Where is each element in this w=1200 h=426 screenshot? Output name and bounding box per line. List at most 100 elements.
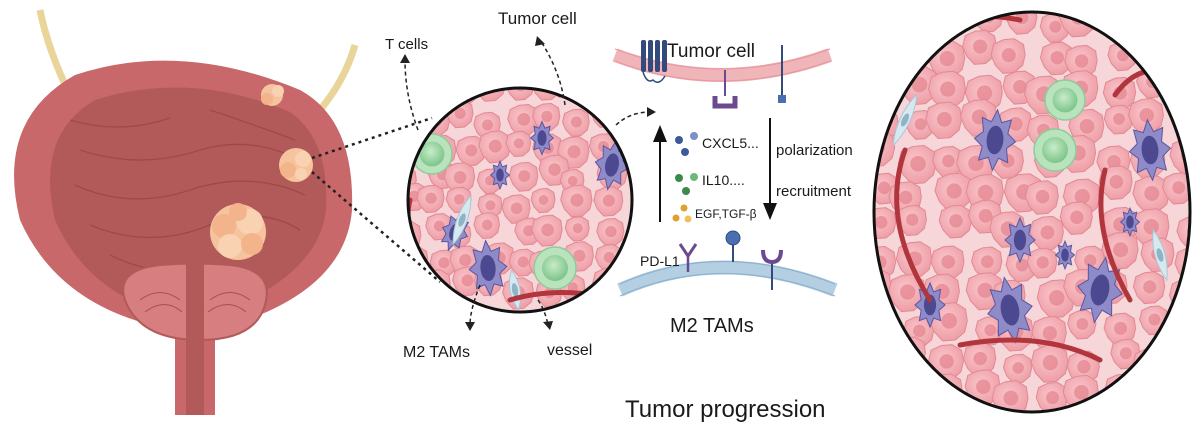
tumor-cell-shape bbox=[562, 88, 588, 101]
tumor-cell-shape bbox=[1140, 12, 1174, 38]
tumor-cell-shape bbox=[1132, 271, 1166, 305]
tumor-cell-shape bbox=[874, 343, 896, 375]
tumor-cell-membrane bbox=[612, 48, 833, 82]
tumor-cell-shape bbox=[596, 217, 625, 247]
label-il10: IL10.... bbox=[702, 172, 745, 188]
tumor-cell-shape bbox=[560, 184, 593, 218]
tumor-cell-shape bbox=[1176, 215, 1190, 249]
t-cell-shape bbox=[533, 246, 577, 290]
tumor-cell-shape bbox=[1035, 381, 1069, 412]
m2-macrophage-shape bbox=[529, 120, 555, 156]
tumor-cell-shape bbox=[416, 184, 445, 214]
tumor-cell-shape bbox=[892, 387, 924, 412]
m2-macrophage-shape bbox=[489, 159, 511, 191]
tumor-cell-shape bbox=[962, 342, 997, 377]
tumor-cell-shape bbox=[448, 88, 479, 106]
m2-macrophage-shape bbox=[987, 276, 1033, 344]
label-tumor-cell-membrane: Tumor cell bbox=[667, 41, 755, 62]
label-recruitment: recruitment bbox=[776, 183, 852, 200]
tumor-cell-shape bbox=[1103, 312, 1137, 346]
tumor-cell-shape bbox=[1024, 180, 1059, 215]
tam-membrane bbox=[617, 260, 838, 297]
tumor-cell-shape bbox=[874, 12, 905, 46]
il10-dots bbox=[675, 173, 698, 195]
tumor-cell-shape bbox=[1128, 98, 1164, 135]
fibroblast-shape bbox=[892, 93, 918, 147]
tumor-cell-shape bbox=[1163, 44, 1190, 83]
tumor-cell-shape bbox=[928, 70, 966, 110]
m2-macrophage-shape bbox=[914, 281, 946, 329]
tumor-cell-shape bbox=[1163, 386, 1190, 412]
tumor-cell-shape bbox=[505, 130, 532, 158]
tumor-cell-shape bbox=[897, 145, 937, 185]
purple-receptor bbox=[712, 70, 738, 109]
tumor-cell-shape bbox=[408, 99, 423, 130]
tumor-cell-shape bbox=[874, 379, 899, 412]
tumor-cell-shape bbox=[408, 276, 427, 302]
tumor-cell-shape bbox=[478, 130, 511, 164]
pd-l1-receptor bbox=[678, 243, 698, 272]
tumor-cell-shape bbox=[1099, 12, 1132, 29]
tumor-progression-ellipse bbox=[872, 10, 1192, 414]
label-m2-tams-membrane: M2 TAMs bbox=[670, 315, 754, 337]
fibroblast-shape bbox=[1152, 228, 1168, 282]
tumor-cell-shape bbox=[1039, 41, 1074, 76]
tumor-cell-shape bbox=[477, 193, 503, 219]
m2-macrophage-shape bbox=[1077, 256, 1123, 324]
egf-dots bbox=[672, 204, 692, 223]
tumor-cell-shape bbox=[1178, 107, 1190, 139]
vessel-shape bbox=[1098, 167, 1133, 303]
t-cell-shape bbox=[1033, 128, 1077, 172]
tumor-cell-shape bbox=[1132, 175, 1170, 214]
tumor-cell-shape bbox=[1029, 215, 1064, 251]
label-vessel: vessel bbox=[547, 342, 592, 359]
tumor-cell-shape bbox=[455, 135, 486, 167]
label-polarization: polarization bbox=[776, 142, 853, 159]
tumor-cell-shape bbox=[473, 212, 500, 240]
tumor-cell-shape bbox=[1098, 165, 1133, 200]
tumor-cell-shape bbox=[1026, 247, 1058, 279]
tumor-cell-shape bbox=[990, 38, 1026, 74]
tumor-cell-shape bbox=[1166, 78, 1190, 115]
bladder-lumen bbox=[50, 87, 327, 415]
m2-macrophage-shape bbox=[1004, 216, 1036, 264]
m2-macrophage-shape bbox=[1119, 206, 1141, 238]
middle-annotations: Tumor cell T cells M2 TAMs vessel bbox=[385, 9, 656, 361]
tumor-cell-shape bbox=[1067, 309, 1097, 340]
tumor-cell-shape bbox=[962, 29, 997, 65]
tumor-cell-shape bbox=[564, 216, 590, 242]
fibroblast-shape bbox=[452, 194, 472, 246]
signaling-panel: Tumor cell CXCL5... IL10.... EGF,TGF-β p… bbox=[612, 40, 853, 337]
tumor-cell-shape bbox=[443, 162, 476, 195]
tumor-cell-shape bbox=[1131, 208, 1170, 247]
label-cxcl5: CXCL5... bbox=[702, 135, 759, 151]
m2-macrophage-shape bbox=[1054, 239, 1076, 271]
gpcr-receptor bbox=[641, 40, 667, 83]
tumor-cell-shape bbox=[423, 88, 449, 110]
u-receptor bbox=[761, 249, 783, 290]
tumor-cell-shape bbox=[501, 194, 531, 224]
arrow-up bbox=[653, 125, 667, 142]
tumor-cell-shape bbox=[530, 187, 556, 214]
tumor-cell-shape bbox=[1162, 172, 1190, 205]
bladder-tumor-medium bbox=[279, 148, 313, 182]
tumor-cell-shape bbox=[891, 12, 929, 48]
label-tumor-progression: Tumor progression bbox=[625, 396, 826, 423]
tumor-cell-shape bbox=[1135, 30, 1172, 68]
tumor-cell-shape bbox=[874, 30, 893, 69]
arrow-down bbox=[763, 203, 777, 220]
tumor-cell-shape bbox=[593, 186, 624, 217]
tumor-cell-shape bbox=[930, 245, 965, 280]
tumor-cell-shape bbox=[1064, 44, 1098, 79]
tumor-cell-shape bbox=[594, 88, 627, 103]
lollipop-receptor bbox=[725, 230, 741, 262]
tumor-cell-shape bbox=[874, 303, 892, 336]
tumor-cell-shape bbox=[965, 272, 1004, 311]
bladder-tumor-large bbox=[210, 203, 266, 260]
label-m2-tams-left: M2 TAMs bbox=[403, 344, 470, 361]
m2-macrophage-shape bbox=[973, 108, 1017, 172]
tumor-cell-shape bbox=[420, 106, 451, 137]
label-t-cells: T cells bbox=[385, 36, 428, 53]
t-cell-shape bbox=[1044, 79, 1086, 121]
